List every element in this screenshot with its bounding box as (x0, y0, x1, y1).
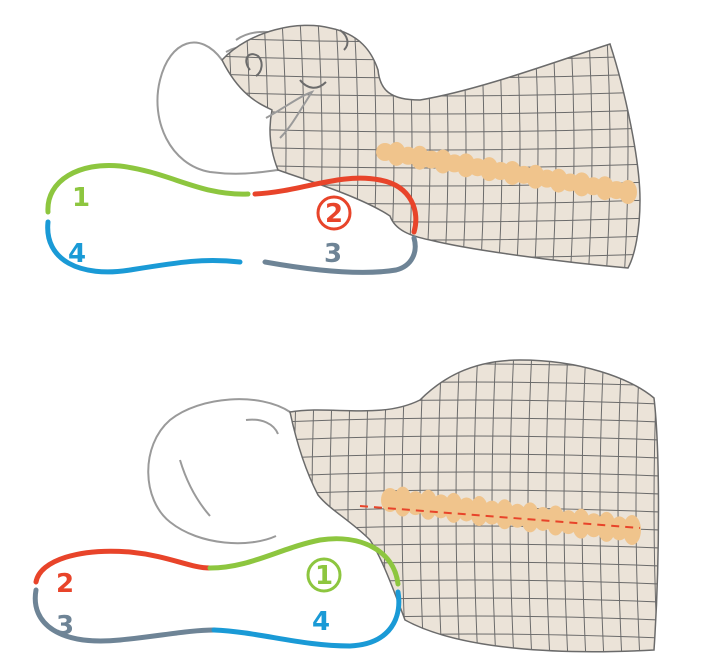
bottom-zone-1-circle (306, 557, 342, 593)
bottom-pillow-slate-edge (32, 587, 217, 644)
bottom-head-outline (147, 398, 291, 545)
bottom-hair-strand-1 (245, 418, 279, 435)
vertebra (444, 492, 463, 523)
bottom-zone-1-label: 1 (315, 561, 333, 591)
top-pillow-green-edge (45, 162, 251, 215)
mesh-line (545, 360, 551, 652)
vertebra (521, 502, 540, 533)
vertebra (597, 511, 616, 542)
top-body-mesh (210, 20, 650, 280)
bottom-pillow: 2 3 1 4 (32, 536, 402, 649)
top-nose (339, 29, 349, 51)
mesh-line (210, 272, 650, 276)
mesh-line (290, 471, 659, 477)
bottom-spine-axis (359, 505, 641, 529)
bottom-zone-4-label: 4 (312, 607, 330, 637)
vertebra (572, 508, 591, 539)
top-ear (245, 53, 263, 77)
top-panel: 1 2 4 3 (45, 20, 650, 280)
bottom-body-mesh (280, 346, 660, 653)
bottom-zone-2-label: 2 (56, 569, 74, 599)
mesh-line (587, 25, 593, 268)
bottom-zone-3-label: 3 (56, 611, 74, 641)
bottom-pillow-green-edge (207, 536, 401, 587)
top-zone-3-label: 3 (324, 239, 342, 269)
bottom-panel: 2 3 1 4 (32, 346, 660, 653)
top-mouth (299, 79, 327, 89)
mesh-line (290, 651, 659, 652)
top-head-outline (156, 41, 279, 175)
mesh-line (210, 20, 650, 24)
mesh-line (280, 346, 660, 350)
top-pillow-red-edge (252, 175, 419, 235)
top-zone-2-circle (316, 195, 352, 231)
top-pillow-blue-edge (45, 219, 243, 275)
mesh-line (581, 360, 587, 652)
top-pillow: 1 2 4 3 (45, 162, 419, 275)
top-body-fill (221, 24, 641, 269)
mesh-line (635, 360, 641, 652)
vertebra (495, 499, 514, 530)
mesh-line (642, 20, 646, 280)
bottom-pillow-red-edge (33, 548, 213, 585)
vertebra (623, 515, 641, 545)
top-spine (376, 141, 637, 204)
top-pillow-slate-edge (262, 235, 418, 275)
top-zone-1-label: 1 (72, 183, 90, 213)
mesh-line (599, 360, 605, 652)
top-zone-2-label: 2 (325, 199, 343, 229)
top-hand-outline (265, 90, 315, 139)
top-zone-4-label: 4 (68, 239, 86, 269)
mesh-line (605, 25, 611, 268)
mesh-line (290, 453, 659, 459)
mesh-line (617, 360, 623, 652)
mesh-line (290, 489, 659, 495)
mesh-line (293, 360, 299, 652)
mesh-line (563, 360, 569, 652)
mesh-line (290, 435, 659, 441)
bottom-pillow-blue-edge (211, 589, 402, 649)
vertebra (619, 180, 637, 204)
bottom-hair-strand-2 (179, 459, 211, 517)
vertebra (470, 496, 489, 527)
mesh-line (290, 417, 659, 423)
